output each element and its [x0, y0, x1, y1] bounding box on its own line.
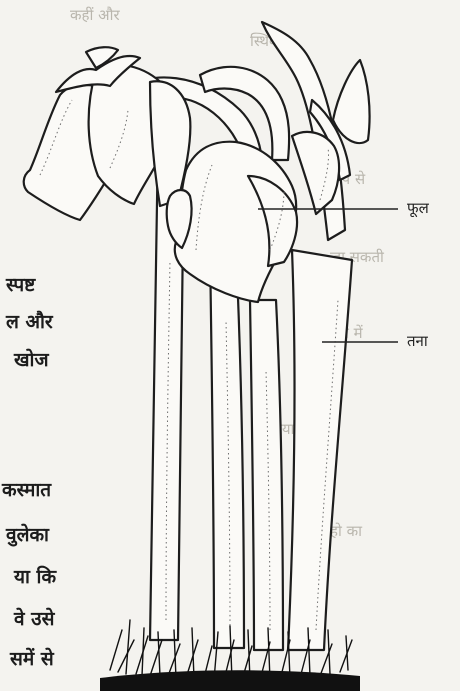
- bud: [333, 60, 370, 143]
- stem: [288, 250, 352, 650]
- ground: [100, 670, 360, 691]
- label-flower: फूल: [407, 198, 429, 218]
- stem: [210, 250, 244, 648]
- label-stem: तना: [407, 331, 428, 351]
- stem: [250, 300, 283, 650]
